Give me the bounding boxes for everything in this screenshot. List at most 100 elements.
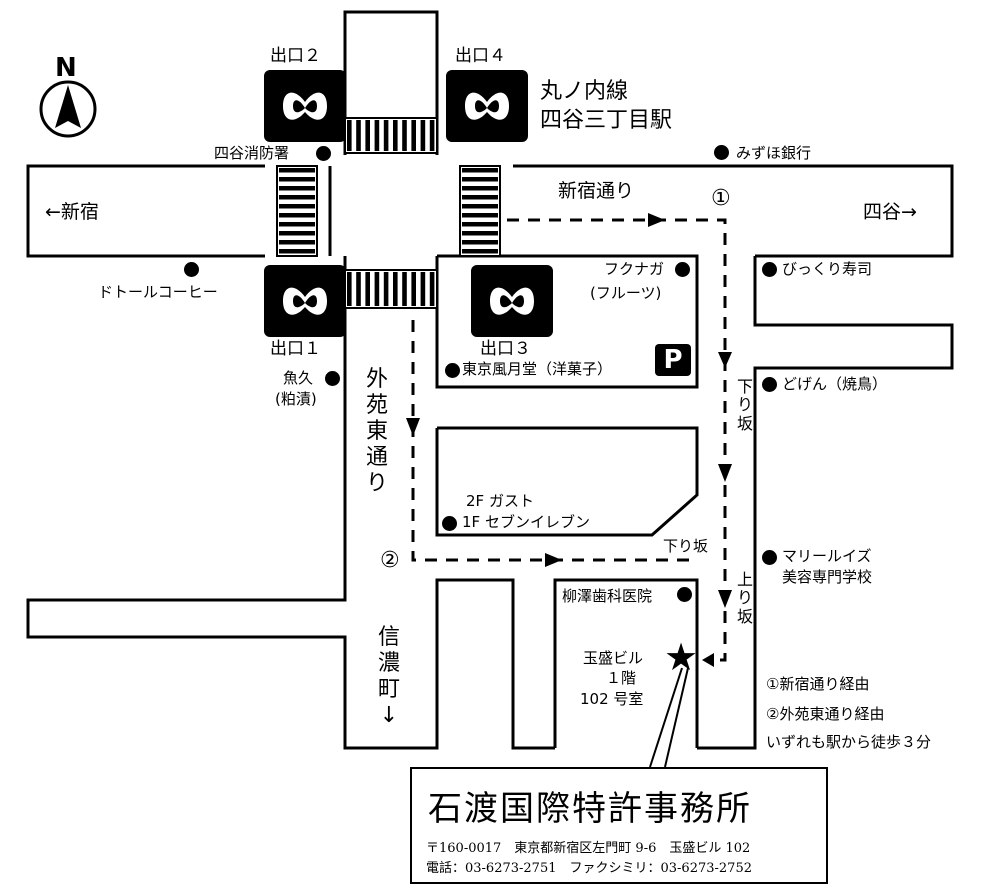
- metro-logo-exit4: [446, 70, 528, 142]
- crosswalk-stripe: [462, 204, 498, 209]
- seven-eleven-label: 1F セブンイレブン: [462, 515, 590, 530]
- crosswalk-stripe: [462, 213, 498, 218]
- shinanomachi-label: 信濃町↓: [375, 625, 403, 729]
- crosswalk-stripe: [462, 168, 498, 173]
- compass-arrow-icon: [38, 79, 98, 139]
- crosswalk-stripe: [384, 272, 389, 306]
- crosswalk-stripe: [402, 120, 407, 151]
- compass-north-letter: N: [55, 55, 77, 81]
- dogen-dot: [762, 377, 777, 392]
- seven-eleven-dot: [442, 516, 457, 531]
- crosswalk-stripe: [430, 120, 435, 151]
- crosswalk-stripe: [430, 272, 435, 306]
- uokyu-type-label: (粕漬): [275, 392, 317, 407]
- crosswalk-stripe: [279, 204, 315, 209]
- north-compass: N: [38, 55, 98, 137]
- crosswalk-stripe: [279, 213, 315, 218]
- downhill-vertical-label: 下り坂: [735, 378, 755, 433]
- exit-1-label: 出口１: [270, 341, 321, 358]
- crosswalk-stripe: [411, 120, 416, 151]
- crosswalk-stripe: [462, 240, 498, 245]
- crosswalk-stripe: [356, 272, 361, 306]
- crosswalk-stripe: [393, 272, 398, 306]
- bikkuri-sushi-dot: [762, 262, 777, 277]
- crosswalk-stripe: [462, 222, 498, 227]
- station-line-label: 丸ノ内線: [540, 81, 628, 103]
- office-info-box: 石渡国際特許事務所 〒160-0017 東京都新宿区左門町 9-6 玉盛ビル 1…: [410, 767, 828, 884]
- crosswalk-stripe: [462, 249, 498, 254]
- downhill-horizontal-label: 下り坂: [663, 539, 708, 554]
- to-shinjuku-label: ←新宿: [45, 203, 99, 222]
- exit-4-label: 出口４: [455, 48, 506, 65]
- exit-2-label: 出口２: [270, 48, 321, 65]
- metro-m-icon: [277, 277, 333, 325]
- office-phone: 電話：03-6273-2751 ファクシミリ：03-6273-2752: [426, 857, 752, 876]
- fugetsudo-dot: [445, 363, 460, 378]
- destination-floor-label: １階: [606, 671, 636, 686]
- metro-logo-exit1: [264, 265, 346, 337]
- office-address: 〒160-0017 東京都新宿区左門町 9-6 玉盛ビル 102: [426, 837, 750, 856]
- crosswalk-stripe: [462, 177, 498, 182]
- metro-m-icon: [484, 277, 540, 325]
- doutor-dot: [184, 262, 199, 277]
- fire-station-label: 四谷消防署: [214, 146, 289, 161]
- crosswalk-stripe: [279, 195, 315, 200]
- yanagisawa-label: 柳澤歯科医院: [562, 589, 652, 604]
- doutor-label: ドトールコーヒー: [98, 285, 218, 300]
- crosswalk-stripe: [279, 231, 315, 236]
- crosswalk-stripe: [356, 120, 361, 151]
- bikkuri-sushi-label: びっくり寿司: [782, 262, 872, 277]
- crosswalk-stripe: [411, 272, 416, 306]
- route-1-marker: ①: [711, 188, 731, 210]
- yanagisawa-dot: [677, 587, 692, 602]
- uokyu-label: 魚久: [283, 371, 313, 386]
- crosswalk-stripe: [462, 195, 498, 200]
- route-legend-2: ②外苑東通り経由: [766, 707, 884, 722]
- crosswalk-stripe: [279, 186, 315, 191]
- crosswalk-stripe: [375, 272, 380, 306]
- uphill-vertical-label: 上り坂: [735, 571, 755, 626]
- fukunaga-label: フクナガ: [604, 262, 664, 277]
- crosswalk-stripe: [402, 272, 407, 306]
- metro-m-icon: [459, 82, 515, 130]
- route-legend-1: ①新宿通り経由: [766, 677, 869, 692]
- walk-time-note: いずれも駅から徒歩３分: [766, 735, 931, 750]
- gusto-label: 2F ガスト: [466, 494, 534, 509]
- shinjuku-dori-label: 新宿通り: [558, 182, 634, 201]
- marieluise-label-2: 美容専門学校: [782, 570, 872, 585]
- parking-icon: P: [655, 344, 691, 376]
- dogen-label: どげん（焼鳥）: [782, 377, 887, 392]
- destination-star-icon: ★: [664, 638, 698, 676]
- crosswalk-stripe: [375, 120, 380, 151]
- metro-m-icon: [277, 82, 333, 130]
- metro-logo-exit3: [471, 265, 553, 337]
- route-2-marker: ②: [380, 550, 400, 572]
- gaien-higashi-dori-label: 外苑東通り: [363, 367, 391, 497]
- uokyu-dot: [325, 371, 340, 386]
- metro-logo-exit2: [264, 70, 346, 142]
- crosswalk-stripe: [365, 120, 370, 151]
- crosswalk-stripe: [279, 222, 315, 227]
- to-yotsuya-label: 四谷→: [863, 203, 917, 222]
- exit-3-label: 出口３: [480, 341, 531, 358]
- crosswalk-stripe: [365, 272, 370, 306]
- marieluise-dot: [762, 550, 777, 565]
- mizuho-label: みずほ銀行: [736, 146, 811, 161]
- fukunaga-dot: [675, 262, 690, 277]
- crosswalk-stripe: [347, 272, 352, 306]
- crosswalk-stripe: [279, 240, 315, 245]
- crosswalk-stripe: [279, 177, 315, 182]
- mizuho-dot: [714, 145, 729, 160]
- crosswalk-stripe: [462, 186, 498, 191]
- crosswalk-stripe: [421, 272, 426, 306]
- crosswalk-stripe: [384, 120, 389, 151]
- marieluise-label-1: マリールイズ: [782, 549, 872, 564]
- destination-room-label: 102 号室: [580, 692, 643, 707]
- fukunaga-type-label: (フルーツ): [590, 286, 661, 301]
- station-name-label: 四谷三丁目駅: [540, 110, 672, 132]
- destination-leader-line: [650, 668, 688, 767]
- crosswalk-stripe: [393, 120, 398, 151]
- fugetsudo-label: 東京風月堂（洋菓子）: [462, 362, 612, 377]
- crosswalk-stripe: [462, 231, 498, 236]
